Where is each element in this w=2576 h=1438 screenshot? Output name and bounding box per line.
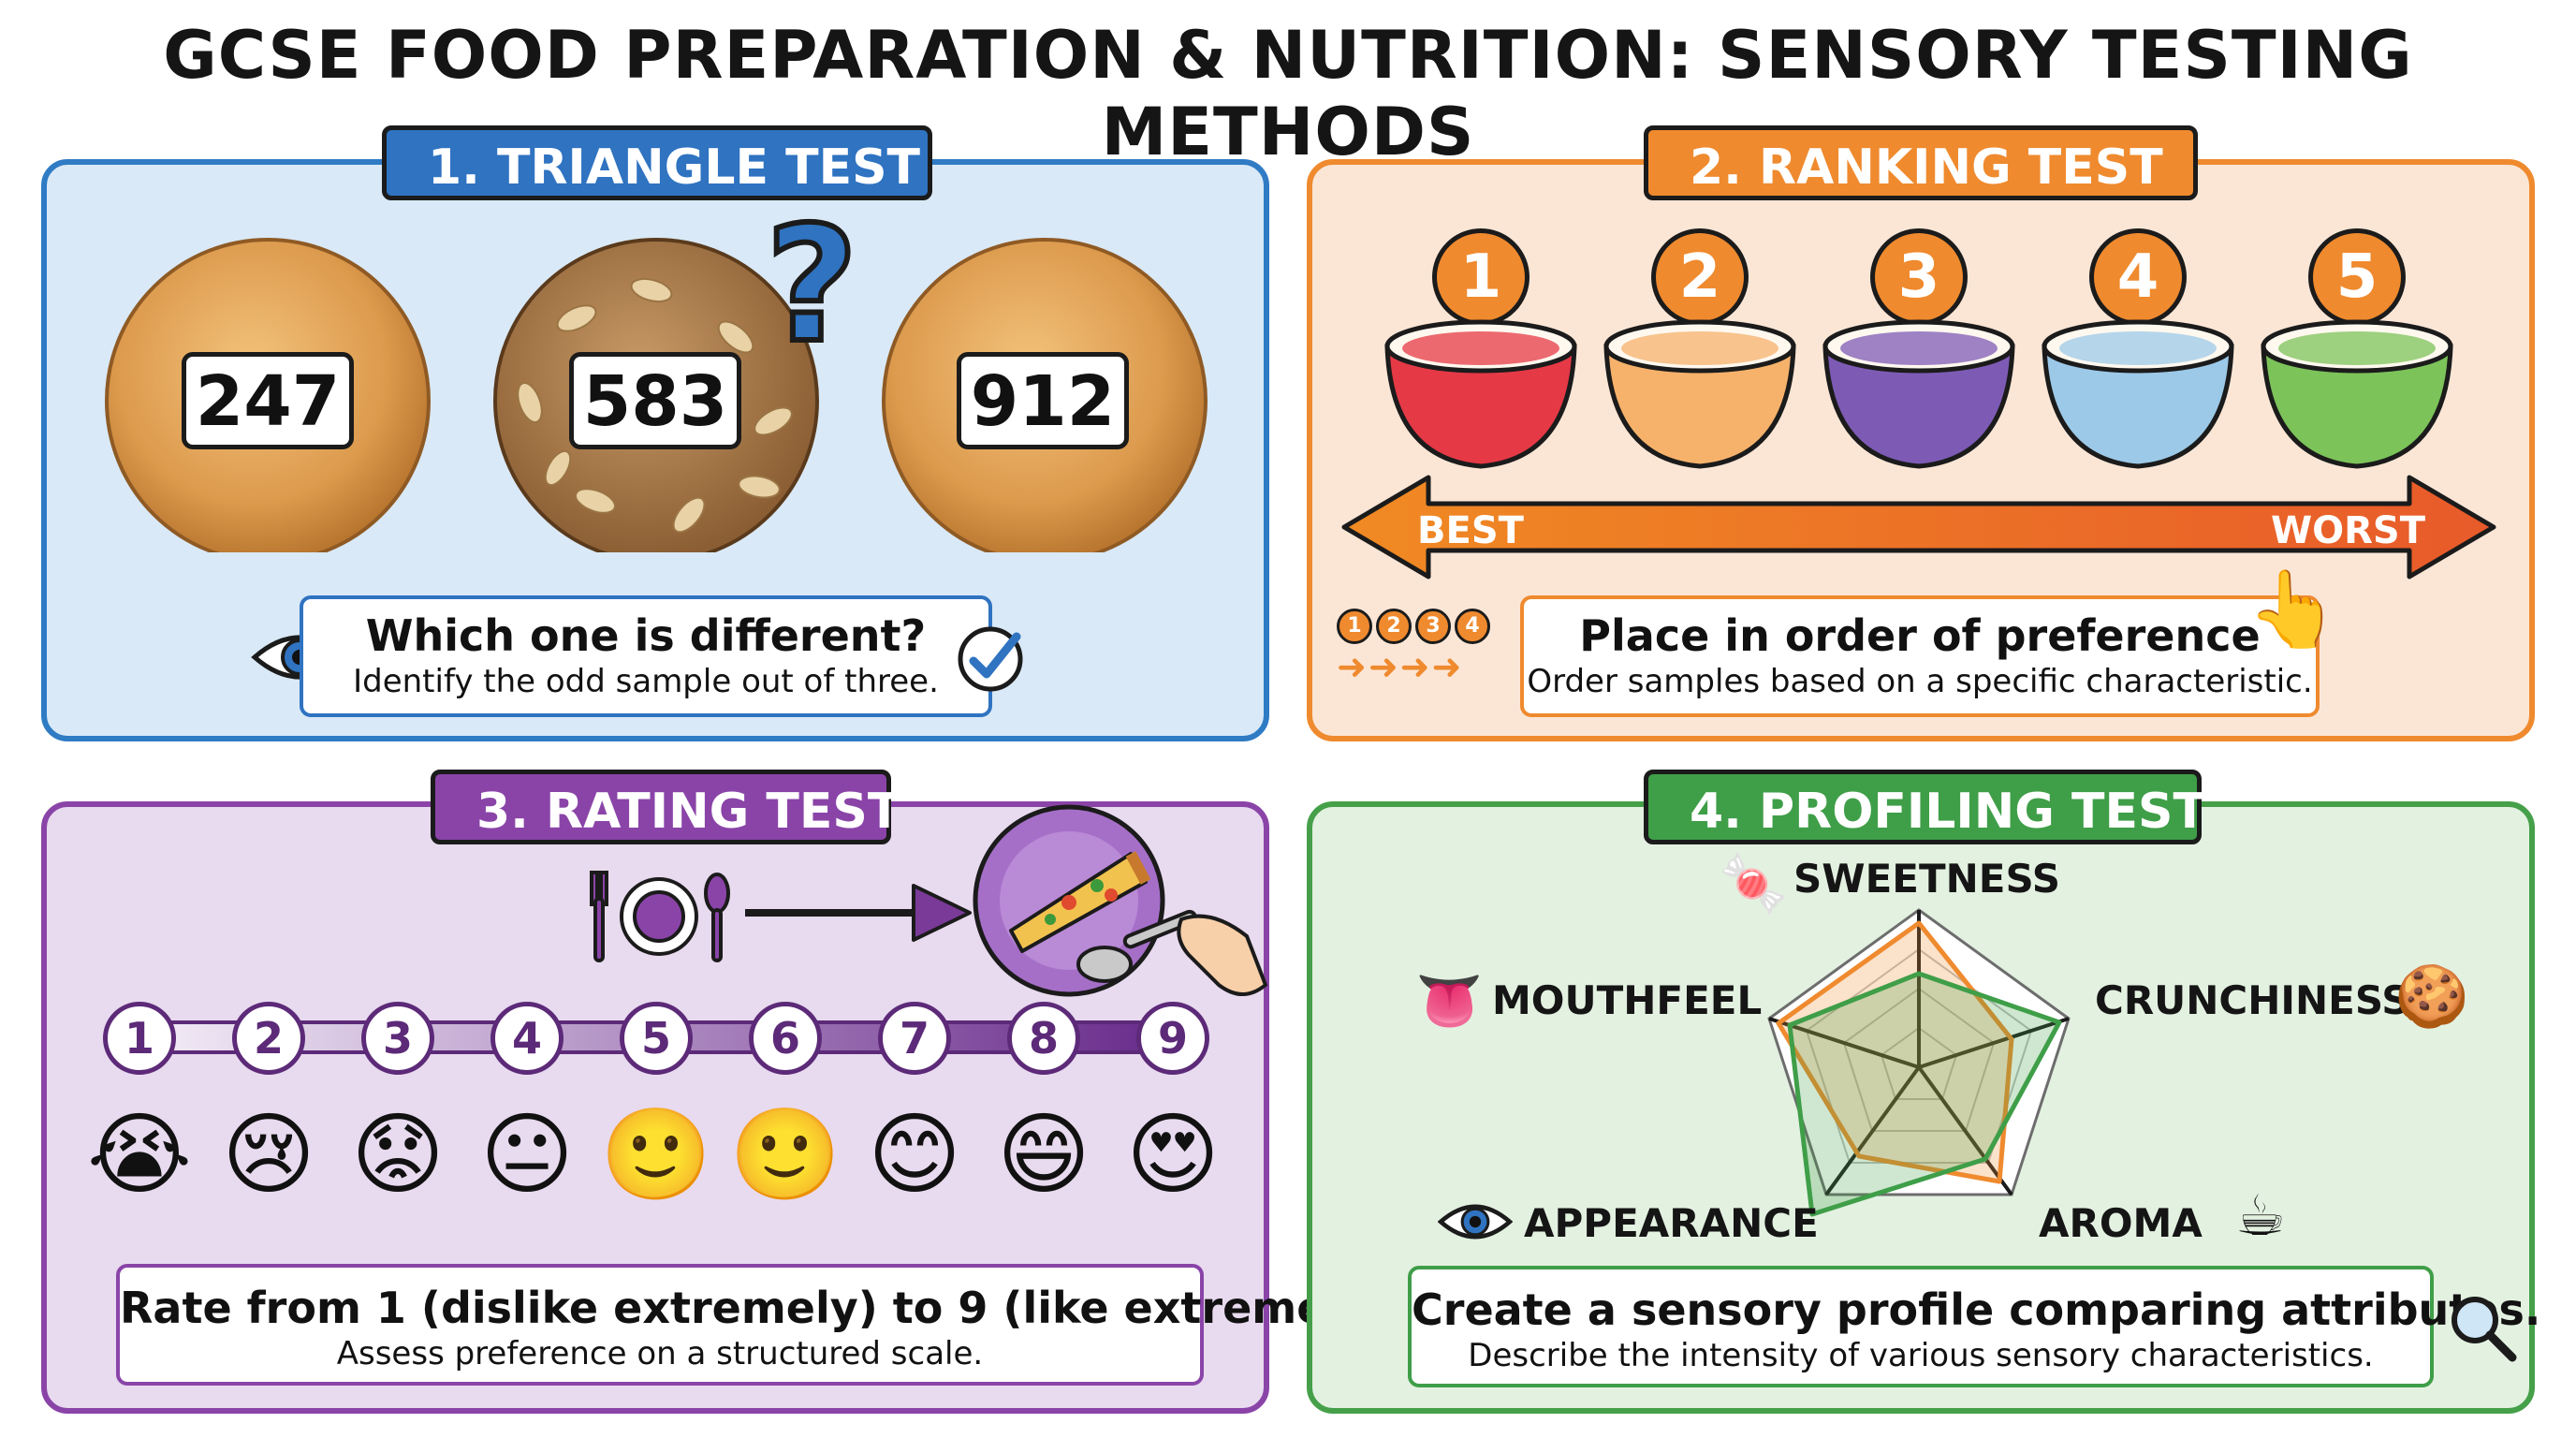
scale-point-9[interactable]: 9 bbox=[1136, 1002, 1209, 1075]
magnifier-icon bbox=[2452, 1297, 2517, 1362]
mini-rank-1: 1 bbox=[1337, 609, 1372, 644]
rating-caption-title: Rate from 1 (dislike extremely) to 9 (li… bbox=[120, 1283, 1389, 1333]
attr-mouthfeel: MOUTHFEEL bbox=[1492, 977, 1763, 1023]
rating-face-2: 😢 bbox=[221, 1102, 316, 1207]
scale-point-5[interactable]: 5 bbox=[620, 1002, 693, 1075]
sample-code-1: 247 bbox=[182, 352, 354, 449]
rating-face-4: 😐 bbox=[479, 1102, 575, 1207]
preference-arrow bbox=[1341, 475, 2496, 580]
triangle-test-heading: 1. TRIANGLE TEST bbox=[382, 125, 932, 200]
rating-face-1: 😭 bbox=[86, 1102, 193, 1207]
bowl-2 bbox=[1603, 319, 1796, 469]
pointing-hand-icon: 👆 bbox=[2247, 565, 2340, 653]
scale-point-2[interactable]: 2 bbox=[232, 1002, 305, 1075]
cookie-icon: 🍪 bbox=[2394, 962, 2469, 1032]
best-label: BEST bbox=[1417, 509, 1524, 552]
rank-badge-3: 3 bbox=[1870, 228, 1968, 326]
bowl-3 bbox=[1822, 319, 2015, 469]
rating-face-9: 😍 bbox=[1125, 1102, 1221, 1207]
mini-rank-3: 3 bbox=[1415, 609, 1451, 644]
rating-face-5: 🙂 bbox=[600, 1102, 712, 1207]
rank-badge-2: 2 bbox=[1651, 228, 1749, 326]
eye-icon bbox=[1438, 1204, 1513, 1240]
pizza-plate-icon bbox=[973, 804, 1268, 997]
rating-caption: Rate from 1 (dislike extremely) to 9 (li… bbox=[116, 1264, 1389, 1386]
bowl-1 bbox=[1384, 319, 1577, 469]
scale-point-1[interactable]: 1 bbox=[103, 1002, 176, 1075]
rating-flow-arrow bbox=[745, 884, 972, 942]
profiling-caption: Create a sensory profile comparing attri… bbox=[1408, 1266, 2541, 1387]
ranking-caption-title: Place in order of preference bbox=[1579, 610, 2261, 661]
worst-label: WORST bbox=[2271, 509, 2426, 552]
profiling-caption-title: Create a sensory profile comparing attri… bbox=[1412, 1284, 2541, 1335]
rating-face-3: 😟 bbox=[350, 1102, 446, 1207]
ranking-caption-subtitle: Order samples based on a specific charac… bbox=[1527, 663, 2313, 700]
mini-rank-2: 2 bbox=[1376, 609, 1412, 644]
attr-crunchiness: CRUNCHINESS bbox=[2095, 977, 2410, 1023]
check-icon bbox=[958, 626, 1023, 692]
triangle-caption: Which one is different? Identify the odd… bbox=[300, 595, 992, 717]
candy-icon: 🍬 bbox=[1719, 851, 1789, 917]
attr-sweetness: SWEETNESS bbox=[1793, 856, 2061, 902]
page-title: GCSE FOOD PREPARATION & NUTRITION: SENSO… bbox=[163, 17, 2413, 170]
rating-face-8: 😄 bbox=[996, 1102, 1091, 1207]
triangle-caption-subtitle: Identify the odd sample out of three. bbox=[353, 663, 939, 700]
mini-rank-4: 4 bbox=[1455, 609, 1490, 644]
tea-cup-icon: ☕ bbox=[2235, 1183, 2286, 1249]
attr-appearance: APPEARANCE bbox=[1524, 1200, 1819, 1246]
ranking-bowls bbox=[1384, 319, 2453, 469]
scale-point-4[interactable]: 4 bbox=[490, 1002, 564, 1075]
question-mark-icon: ? bbox=[763, 193, 861, 378]
triangle-caption-title: Which one is different? bbox=[365, 610, 927, 661]
cutlery-plate-icon bbox=[590, 871, 730, 962]
sample-code-2: 583 bbox=[569, 352, 741, 449]
rating-face-6: 🙂 bbox=[729, 1102, 842, 1207]
scale-point-3[interactable]: 3 bbox=[361, 1002, 434, 1075]
scale-point-7[interactable]: 7 bbox=[878, 1002, 951, 1075]
bowl-4 bbox=[2042, 319, 2234, 469]
profile-radar-chart bbox=[1767, 908, 2071, 1217]
rating-face-7: 😊 bbox=[867, 1102, 962, 1207]
profiling-caption-subtitle: Describe the intensity of various sensor… bbox=[1468, 1337, 2374, 1374]
profiling-test-heading: 4. PROFILING TEST bbox=[1644, 770, 2206, 844]
attr-aroma: AROMA bbox=[2039, 1200, 2203, 1246]
scale-point-6[interactable]: 6 bbox=[749, 1002, 822, 1075]
sample-code-3: 912 bbox=[957, 352, 1129, 449]
bowl-5 bbox=[2261, 319, 2453, 469]
ranking-test-heading: 2. RANKING TEST bbox=[1644, 125, 2198, 200]
ranking-caption: Place in order of preference Order sampl… bbox=[1520, 595, 2320, 717]
tongue-icon: 👅 bbox=[1415, 969, 1484, 1033]
scale-point-8[interactable]: 8 bbox=[1007, 1002, 1080, 1075]
rating-caption-subtitle: Assess preference on a structured scale. bbox=[336, 1335, 984, 1372]
rating-test-heading: 3. RATING TEST bbox=[431, 770, 900, 844]
